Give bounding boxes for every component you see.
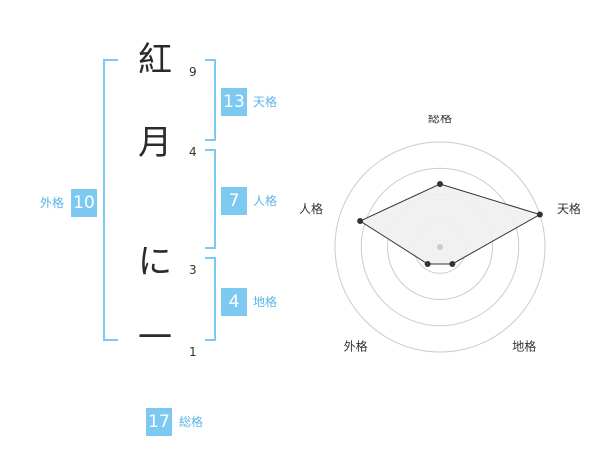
gaikaku-label: 外格 bbox=[40, 196, 65, 210]
stroke-count-3: 3 bbox=[189, 263, 197, 277]
radar-point-5 bbox=[357, 218, 364, 225]
chikaku-value: 4 bbox=[221, 288, 247, 316]
jinkaku-label: 人格 bbox=[253, 194, 278, 208]
radar-axis-label-4: 外格 bbox=[344, 339, 368, 354]
stroke-count-1: 9 bbox=[189, 65, 197, 79]
stroke-count-4: 1 bbox=[189, 345, 197, 359]
radar-ring bbox=[360, 167, 520, 327]
stroke-count-2: 4 bbox=[189, 145, 197, 159]
name-char-2: 月 bbox=[138, 123, 172, 163]
name-char-1: 紅 bbox=[138, 40, 172, 80]
radar-axis-label-5: 人格 bbox=[300, 201, 323, 216]
tenkaku-value: 13 bbox=[221, 88, 247, 116]
tenkaku-label: 天格 bbox=[253, 95, 278, 109]
radar-axis-label-3: 地格 bbox=[512, 339, 536, 354]
chikaku-label: 地格 bbox=[253, 295, 278, 309]
soukaku-label: 総格 bbox=[179, 415, 204, 429]
radar-point-1 bbox=[437, 181, 443, 187]
jinkaku-bracket bbox=[205, 149, 216, 249]
radar-ring bbox=[334, 141, 546, 353]
name-char-4: 一 bbox=[138, 318, 172, 358]
gaikaku-bracket bbox=[103, 59, 118, 341]
radar-point-3 bbox=[449, 260, 456, 267]
tenkaku-bracket bbox=[205, 59, 216, 141]
radar-point-4 bbox=[424, 260, 431, 267]
radar-series-area bbox=[359, 183, 542, 265]
name-char-3: に bbox=[138, 242, 172, 282]
radar-point-2 bbox=[536, 211, 543, 218]
jinkaku-value: 7 bbox=[221, 187, 247, 215]
chikaku-bracket bbox=[205, 257, 216, 341]
radar-center-dot bbox=[437, 244, 443, 250]
radar-axis-label-1: 総格 bbox=[428, 115, 452, 125]
soukaku-value: 17 bbox=[146, 408, 172, 436]
radar-axis-label-2: 天格 bbox=[557, 201, 580, 216]
gaikaku-value: 10 bbox=[71, 189, 97, 217]
